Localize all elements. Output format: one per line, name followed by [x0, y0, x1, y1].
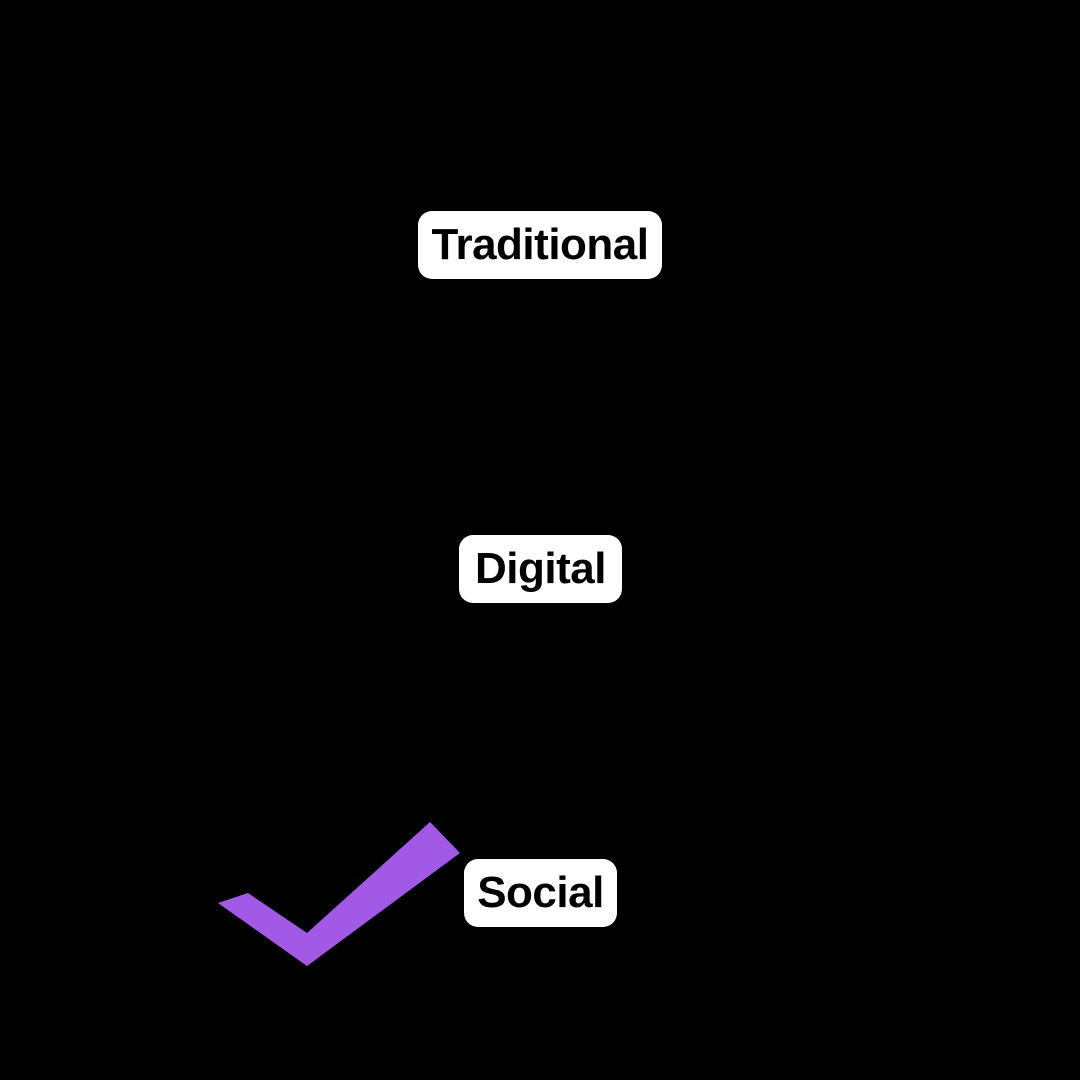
check-icon[interactable]	[218, 822, 460, 966]
option-label-digital: Digital	[475, 544, 606, 593]
option-pill-social[interactable]: Social	[464, 859, 617, 927]
option-pill-traditional[interactable]: Traditional	[418, 211, 662, 279]
option-pill-digital[interactable]: Digital	[459, 535, 622, 603]
option-label-traditional: Traditional	[431, 220, 649, 269]
option-label-social: Social	[477, 868, 604, 917]
